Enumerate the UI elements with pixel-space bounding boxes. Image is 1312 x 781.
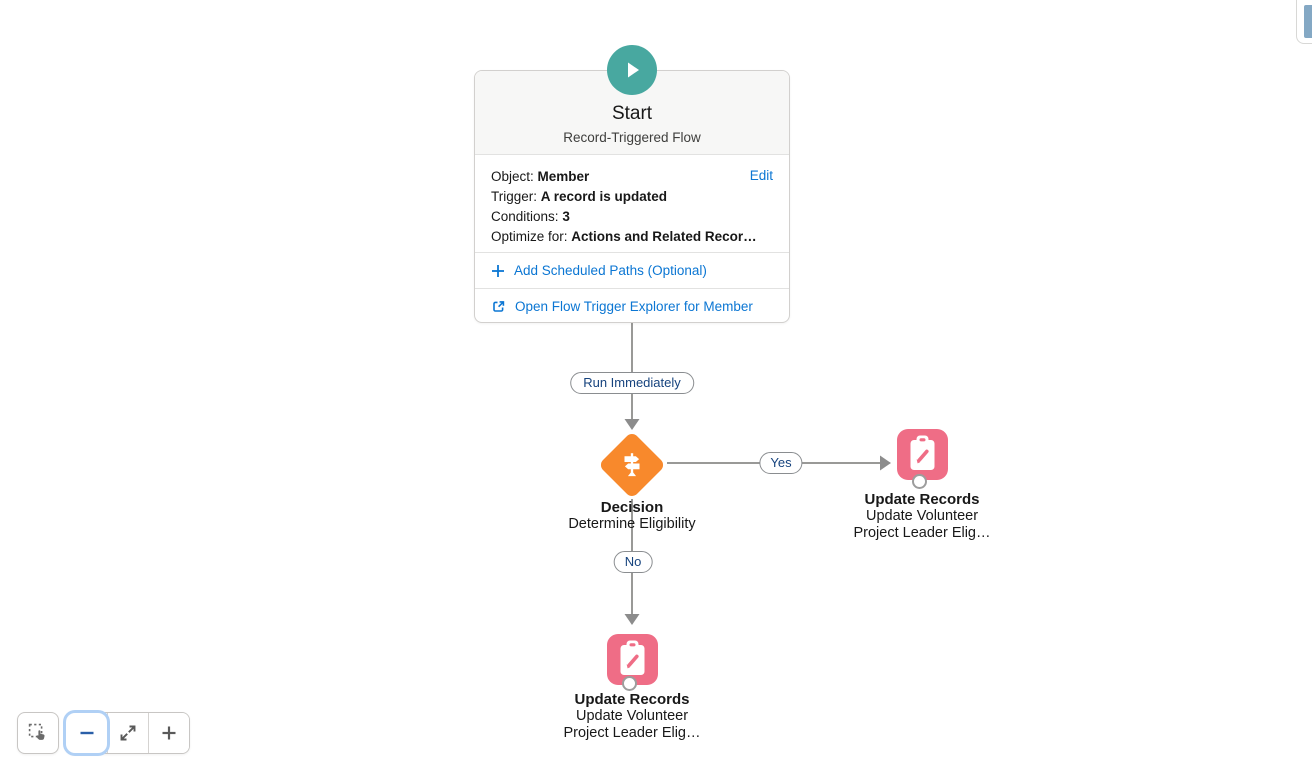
external-link-icon: [493, 301, 505, 312]
decision-node[interactable]: [598, 431, 666, 499]
decision-node-label: Decision Determine Eligibility: [512, 500, 752, 533]
detail-value: Actions and Related Recor…: [571, 229, 757, 244]
edit-link[interactable]: Edit: [749, 168, 773, 183]
update-records-icon: [897, 429, 948, 480]
zoom-to-fit-button[interactable]: [107, 713, 148, 753]
add-scheduled-paths-button[interactable]: Add Scheduled Paths (Optional): [475, 252, 789, 288]
decision-name: Determine Eligibility: [568, 516, 696, 532]
start-play-icon[interactable]: [607, 45, 657, 95]
decision-signpost-icon: [624, 453, 640, 477]
detail-value: 3: [562, 209, 570, 224]
update-records-name-line1: Update Volunteer: [865, 508, 979, 524]
detail-label: Trigger:: [491, 189, 538, 204]
zoom-in-button[interactable]: [148, 713, 189, 753]
update-records-icon: [607, 634, 658, 685]
zoom-out-icon: [80, 731, 93, 735]
selection-mode-icon: [28, 723, 45, 740]
detail-row-trigger: Trigger: A record is updated: [491, 187, 773, 207]
detail-label: Conditions:: [491, 209, 559, 224]
detail-value: A record is updated: [540, 189, 668, 204]
minimap-partial-button[interactable]: [1296, 0, 1312, 44]
zoom-to-fit-icon: [120, 725, 136, 741]
detail-label: Optimize for:: [491, 229, 568, 244]
open-flow-trigger-explorer-link[interactable]: Open Flow Trigger Explorer for Member: [475, 288, 789, 324]
run-immediately-pill[interactable]: Run Immediately: [570, 372, 694, 394]
decision-type-label: Decision: [600, 499, 664, 516]
zoom-in-icon: [162, 726, 176, 740]
update-records-no-port[interactable]: [622, 676, 637, 691]
update-records-type-label: Update Records: [864, 491, 980, 508]
start-node-card[interactable]: Start Record-Triggered Flow Edit Object:…: [474, 70, 790, 323]
selection-mode-button[interactable]: [17, 712, 59, 754]
update-records-name-line2: Project Leader Elig…: [853, 524, 991, 541]
update-records-name-line1: Update Volunteer: [575, 708, 689, 724]
minimap-thumbnail: [1304, 5, 1312, 38]
update-records-yes-label: Update Records Update Volunteer Project …: [811, 492, 1033, 541]
play-icon: [628, 62, 639, 78]
update-records-name-line2: Project Leader Elig…: [563, 724, 701, 741]
update-records-yes-port[interactable]: [912, 474, 927, 489]
update-records-type-label: Update Records: [574, 691, 690, 708]
detail-row-conditions: Conditions: 3: [491, 207, 773, 227]
add-scheduled-paths-label: Add Scheduled Paths (Optional): [514, 263, 707, 278]
detail-label: Object:: [491, 169, 534, 184]
start-node-subtitle: Record-Triggered Flow: [563, 130, 701, 145]
start-node-header: Start Record-Triggered Flow: [475, 71, 789, 154]
no-pill[interactable]: No: [613, 551, 653, 573]
detail-row-optimize-for: Optimize for: Actions and Related Recor…: [491, 227, 773, 247]
update-records-no-label: Update Records Update Volunteer Project …: [521, 692, 743, 741]
yes-pill[interactable]: Yes: [759, 452, 803, 474]
detail-row-object: Object: Member: [491, 167, 773, 187]
update-records-yes-node[interactable]: [897, 429, 948, 480]
start-node-title: Start: [611, 103, 653, 124]
canvas-toolbar: [17, 712, 190, 754]
plus-icon: [492, 264, 504, 277]
detail-value: Member: [537, 169, 590, 184]
start-node-details: Edit Object: Member Trigger: A record is…: [475, 154, 789, 252]
update-records-no-node[interactable]: [607, 634, 658, 685]
zoom-out-button[interactable]: [66, 713, 107, 753]
open-flow-trigger-explorer-label: Open Flow Trigger Explorer for Member: [515, 299, 753, 314]
zoom-button-group: [65, 712, 190, 754]
